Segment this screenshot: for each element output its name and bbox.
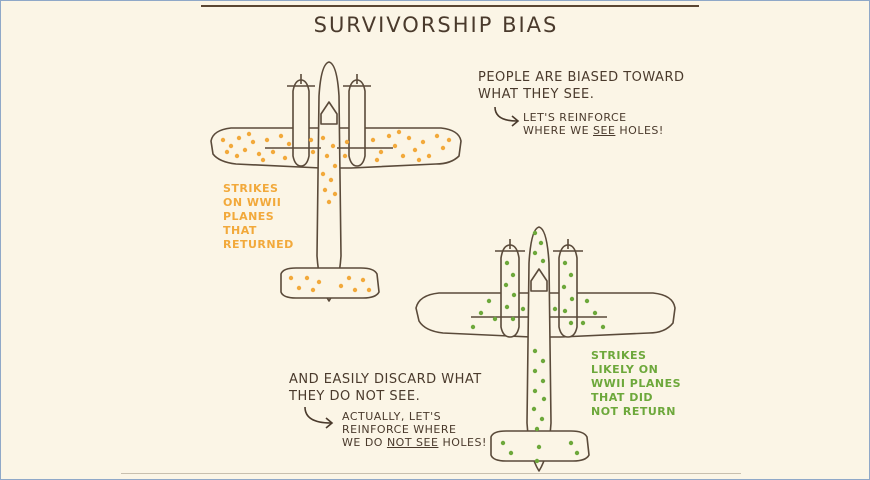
- bottom-rule: [121, 473, 741, 474]
- curved-arrow-icon: [494, 106, 520, 127]
- note-text: WE DO: [342, 436, 387, 449]
- label-line: NOT RETURN: [591, 405, 676, 418]
- curved-arrow-icon: [304, 406, 334, 429]
- label-line: RETURNED: [223, 238, 294, 251]
- label-strikes-not-returned: STRIKES LIKELY ON WWII PLANES THAT DID N…: [591, 349, 681, 419]
- label-strikes-returned: STRIKES ON WWII PLANES THAT RETURNED: [223, 182, 294, 252]
- note-line: AND EASILY DISCARD WHAT: [289, 372, 482, 387]
- label-line: THAT DID: [591, 391, 654, 404]
- note-text: WHERE WE: [523, 124, 594, 137]
- note-line: REINFORCE WHERE: [342, 423, 457, 436]
- note-line: LET'S REINFORCE: [523, 111, 627, 124]
- plane-returned-illustration: [210, 61, 462, 302]
- note-discard-what-they-do-not-see: AND EASILY DISCARD WHAT THEY DO NOT SEE.: [289, 371, 482, 405]
- note-reinforce-where-no-holes: ACTUALLY, LET'S REINFORCE WHERE WE DO NO…: [342, 410, 487, 449]
- note-line: THEY DO NOT SEE.: [289, 389, 421, 404]
- note-line: ACTUALLY, LET'S: [342, 410, 442, 423]
- label-line: WWII PLANES: [591, 377, 682, 390]
- label-line: ON WWII: [223, 196, 282, 209]
- note-line: WE DO NOT SEE HOLES!: [342, 436, 487, 449]
- note-line: WHAT THEY SEE.: [478, 87, 595, 102]
- label-line: STRIKES: [591, 349, 647, 362]
- label-line: STRIKES: [223, 182, 279, 195]
- note-line: WHERE WE SEE HOLES!: [523, 124, 664, 137]
- note-text: HOLES!: [615, 124, 664, 137]
- top-rule: [201, 5, 699, 7]
- plane-not-returned-illustration: [415, 226, 676, 472]
- note-line: PEOPLE ARE BIASED TOWARD: [478, 70, 685, 85]
- emphasis-text: SEE: [593, 124, 616, 137]
- label-line: LIKELY ON: [591, 363, 659, 376]
- label-line: THAT: [223, 224, 257, 237]
- emphasis-text: NOT SEE: [386, 436, 439, 449]
- note-text: HOLES!: [438, 436, 487, 449]
- note-reinforce-where-holes: LET'S REINFORCE WHERE WE SEE HOLES!: [523, 111, 664, 137]
- label-line: PLANES: [223, 210, 275, 223]
- page-title: SURVIVORSHIP BIAS: [313, 13, 559, 37]
- note-biased-toward-what-they-see: PEOPLE ARE BIASED TOWARD WHAT THEY SEE.: [478, 69, 685, 103]
